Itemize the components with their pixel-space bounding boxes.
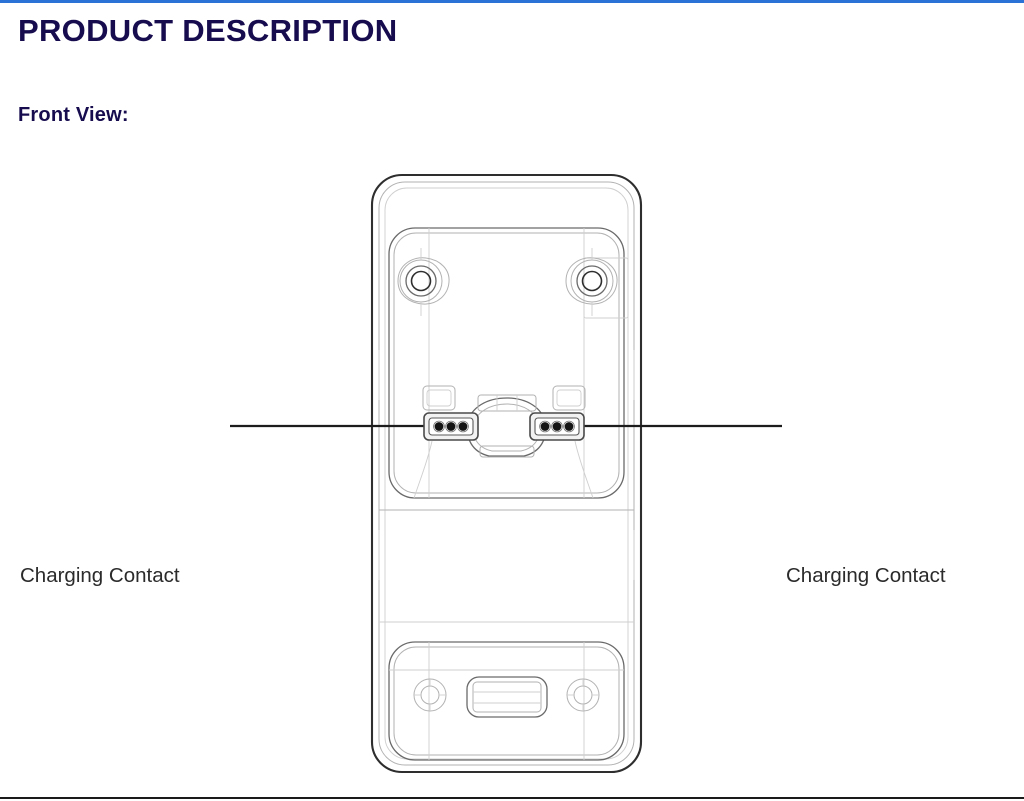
retention-tab-right [552,385,586,411]
charging-contact-block-left [423,412,479,441]
front-view-line-drawing: .ol { fill:none; stroke:#2e2e2e; stroke-… [230,173,782,774]
mounting-hole-right [565,248,618,316]
retention-tab-left [422,385,456,411]
lower-hole-right [566,678,600,712]
lower-hole-left [413,678,447,712]
charging-contact-block-right [529,412,585,441]
product-figure: .ol { fill:none; stroke:#2e2e2e; stroke-… [0,150,1024,790]
top-accent-rule [0,0,1024,3]
bottom-rule [0,797,1024,799]
section-title: Front View: [18,104,129,126]
page-title: PRODUCT DESCRIPTION [18,13,398,48]
mounting-hole-left [397,248,450,316]
callout-label-charging-contact-right: Charging Contact [786,564,946,587]
side-wall-ticks [378,350,635,580]
upper-recess-panel [388,227,629,499]
outer-shell [370,173,643,774]
contact-pins-left [433,420,469,433]
callout-label-charging-contact-left: Charging Contact [20,564,180,587]
mid-body-dividers [378,509,635,623]
lower-center-slot [466,676,548,718]
lower-recess-panel [388,641,625,761]
contact-pins-right [539,420,575,433]
